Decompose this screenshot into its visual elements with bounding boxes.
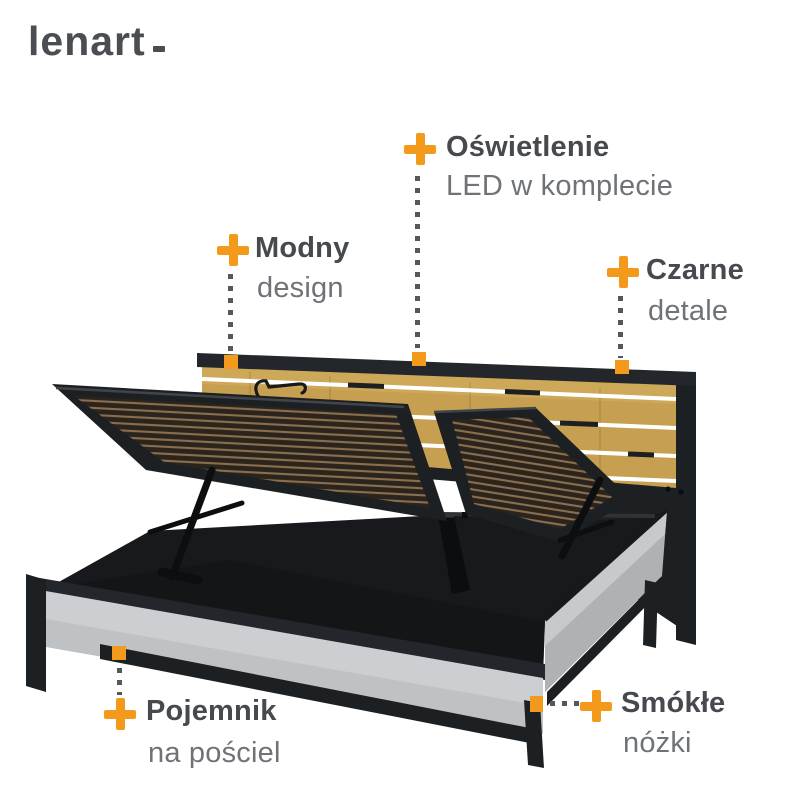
anchor-marker	[615, 360, 629, 374]
callout-title: Oświetlenie	[446, 131, 610, 163]
callout-subtitle: nóżki	[623, 727, 692, 759]
slat-base-left	[52, 384, 447, 521]
gas-lift-center	[557, 476, 615, 560]
headboard-top-rail	[197, 353, 696, 386]
brand-logo-text: lenart	[28, 18, 146, 64]
brand-logo-period	[152, 46, 165, 52]
dotted-connector	[618, 296, 623, 358]
dotted-connector	[550, 701, 579, 706]
plus-icon	[580, 690, 612, 722]
callout-title: Modny	[255, 232, 350, 264]
anchor-marker	[530, 696, 543, 712]
anchor-marker	[112, 646, 126, 660]
dotted-connector	[228, 274, 233, 352]
plus-icon	[607, 256, 639, 288]
dotted-connector	[117, 668, 122, 695]
brand-logo: lenart	[28, 18, 165, 65]
callout-subtitle: detale	[648, 295, 729, 327]
front-panel	[28, 576, 545, 745]
plinth-rail	[100, 644, 540, 745]
plus-icon	[104, 698, 136, 730]
headboard-handle	[254, 379, 307, 398]
gas-lift-left	[147, 466, 245, 585]
headboard-right-leg	[676, 380, 696, 645]
callout-title: Pojemnik	[146, 695, 277, 727]
callout-subtitle: design	[257, 272, 344, 304]
storage-divider	[438, 516, 470, 594]
callout-title: Czarne	[646, 254, 744, 286]
plus-icon	[404, 133, 436, 165]
leg-left	[26, 574, 46, 692]
footboard-panel	[543, 508, 669, 706]
callout-subtitle: na pościel	[148, 737, 281, 769]
callout-title: Smókłe	[621, 687, 726, 719]
anchor-marker	[224, 355, 238, 369]
anchor-marker	[412, 352, 426, 366]
dotted-connector	[415, 176, 420, 348]
callout-subtitle: LED w komplecie	[446, 170, 674, 202]
plus-icon	[217, 234, 249, 266]
leg-foot	[524, 700, 544, 768]
